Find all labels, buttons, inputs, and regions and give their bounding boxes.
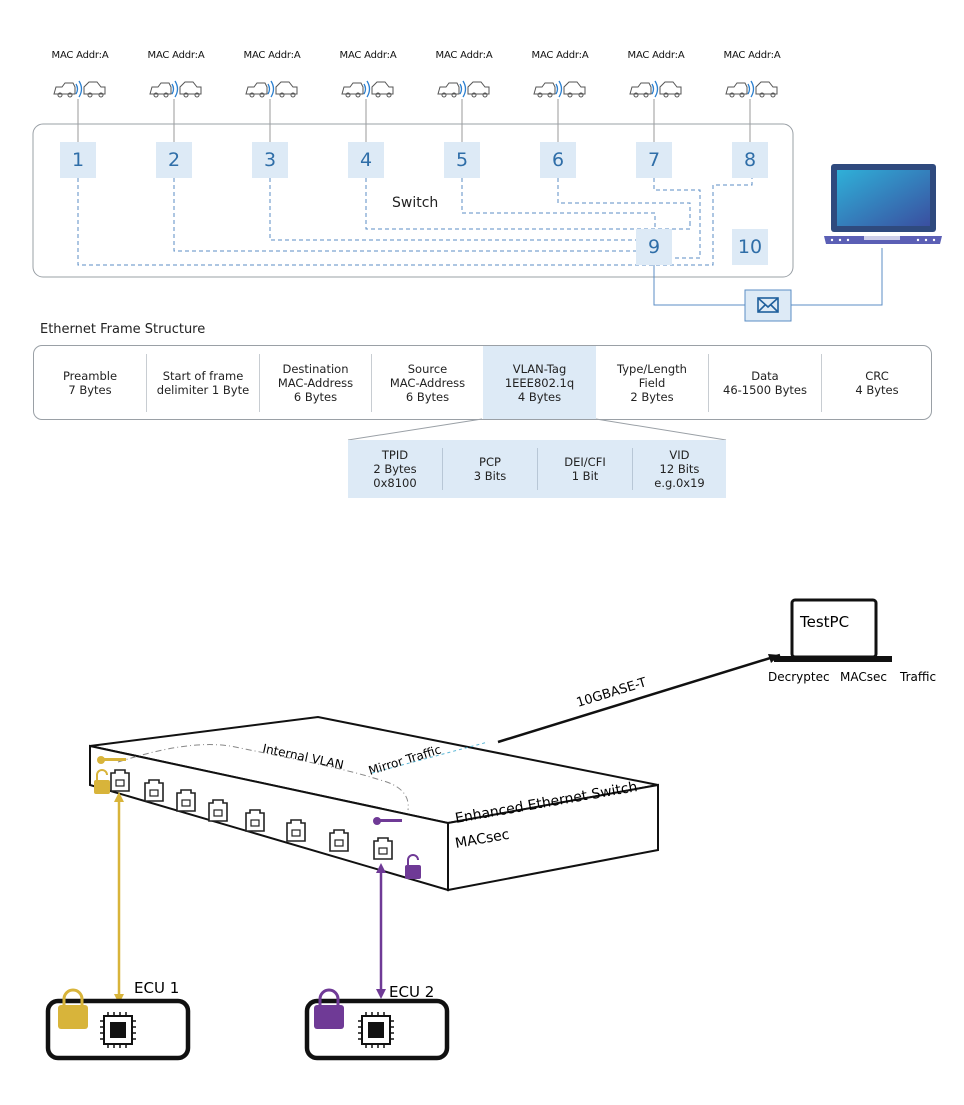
mac-label: MAC Addr:A [723,50,781,61]
key-icon [97,756,402,825]
macsec-switch-diagram: TestPC Decryptec MACsec Traffic 10GBASE-… [45,598,936,1061]
mac-label: MAC Addr:A [435,50,493,61]
switch-body [89,715,659,892]
switch-port: 2 [156,142,192,178]
laptop-icon [824,164,942,244]
switch-port: 1 [60,142,96,178]
chip-icon [100,1012,394,1048]
switch-port: 3 [252,142,288,178]
laptop-icon [774,598,892,662]
macsec-label: MACsec [840,670,887,684]
vlan-expansion-lines [347,418,727,441]
switch-port: 8 [732,142,768,178]
topology-lines [32,80,942,322]
mac-label: MAC Addr:A [339,50,397,61]
frame-field: Data 46-1500 Bytes [723,368,807,397]
padlock-icon [58,988,344,1029]
traffic-label: Traffic [899,670,936,684]
switch-port: 4 [348,142,384,178]
frame-field: Preamble 7 Bytes [62,368,118,397]
vlan-tag-breakdown: TPID 2 Bytes 0x8100 PCP 3 Bits DEI/CFI 1… [348,440,726,498]
vlan-field: TPID 2 Bytes 0x8100 [373,448,417,490]
ecu-2-label: ECU 2 [389,983,434,1001]
mac-label: MAC Addr:A [243,50,301,61]
frame-field: Type/Length Field 2 Bytes [617,361,687,404]
ethernet-frame-table: Preamble 7 Bytes Start of frame delimite… [33,345,932,420]
frame-field-vlan-tag: VLAN-Tag 1EEE802.1q 4 Bytes [483,346,596,419]
padlock-icon [94,769,421,879]
ecu-1-label: ECU 1 [134,979,179,997]
vlan-field: PCP 3 Bits [473,455,507,483]
mac-label: MAC Addr:A [531,50,589,61]
switch-port: 5 [444,142,480,178]
mac-label: MAC Addr:A [627,50,685,61]
frame-field: Destination MAC-Address 6 Bytes [277,361,354,404]
frame-field: Source MAC-Address 6 Bytes [389,361,466,404]
vlan-field: DEI/CFI 1 Bit [564,455,606,483]
frame-field: Start of frame delimiter 1 Byte [156,368,250,397]
switch-label: Switch [392,195,439,211]
switch-port: 6 [540,142,576,178]
switch-port: 10 [732,229,768,265]
frame-field: CRC 4 Bytes [855,368,899,397]
switch-port: 7 [636,142,672,178]
mac-label: MAC Addr:A [147,50,205,61]
vlan-field: VID 12 Bits e.g.0x19 [654,448,705,490]
frame-structure-title: Ethernet Frame Structure [40,322,206,337]
mac-label: MAC Addr:A [51,50,109,61]
test-pc-label: TestPC [799,613,849,631]
car-icon [53,80,778,98]
decrypted-label: Decryptec [768,670,830,684]
link-label: 10GBASE-T [575,675,649,711]
envelope-icon [744,289,792,322]
switch-port: 9 [636,229,672,265]
